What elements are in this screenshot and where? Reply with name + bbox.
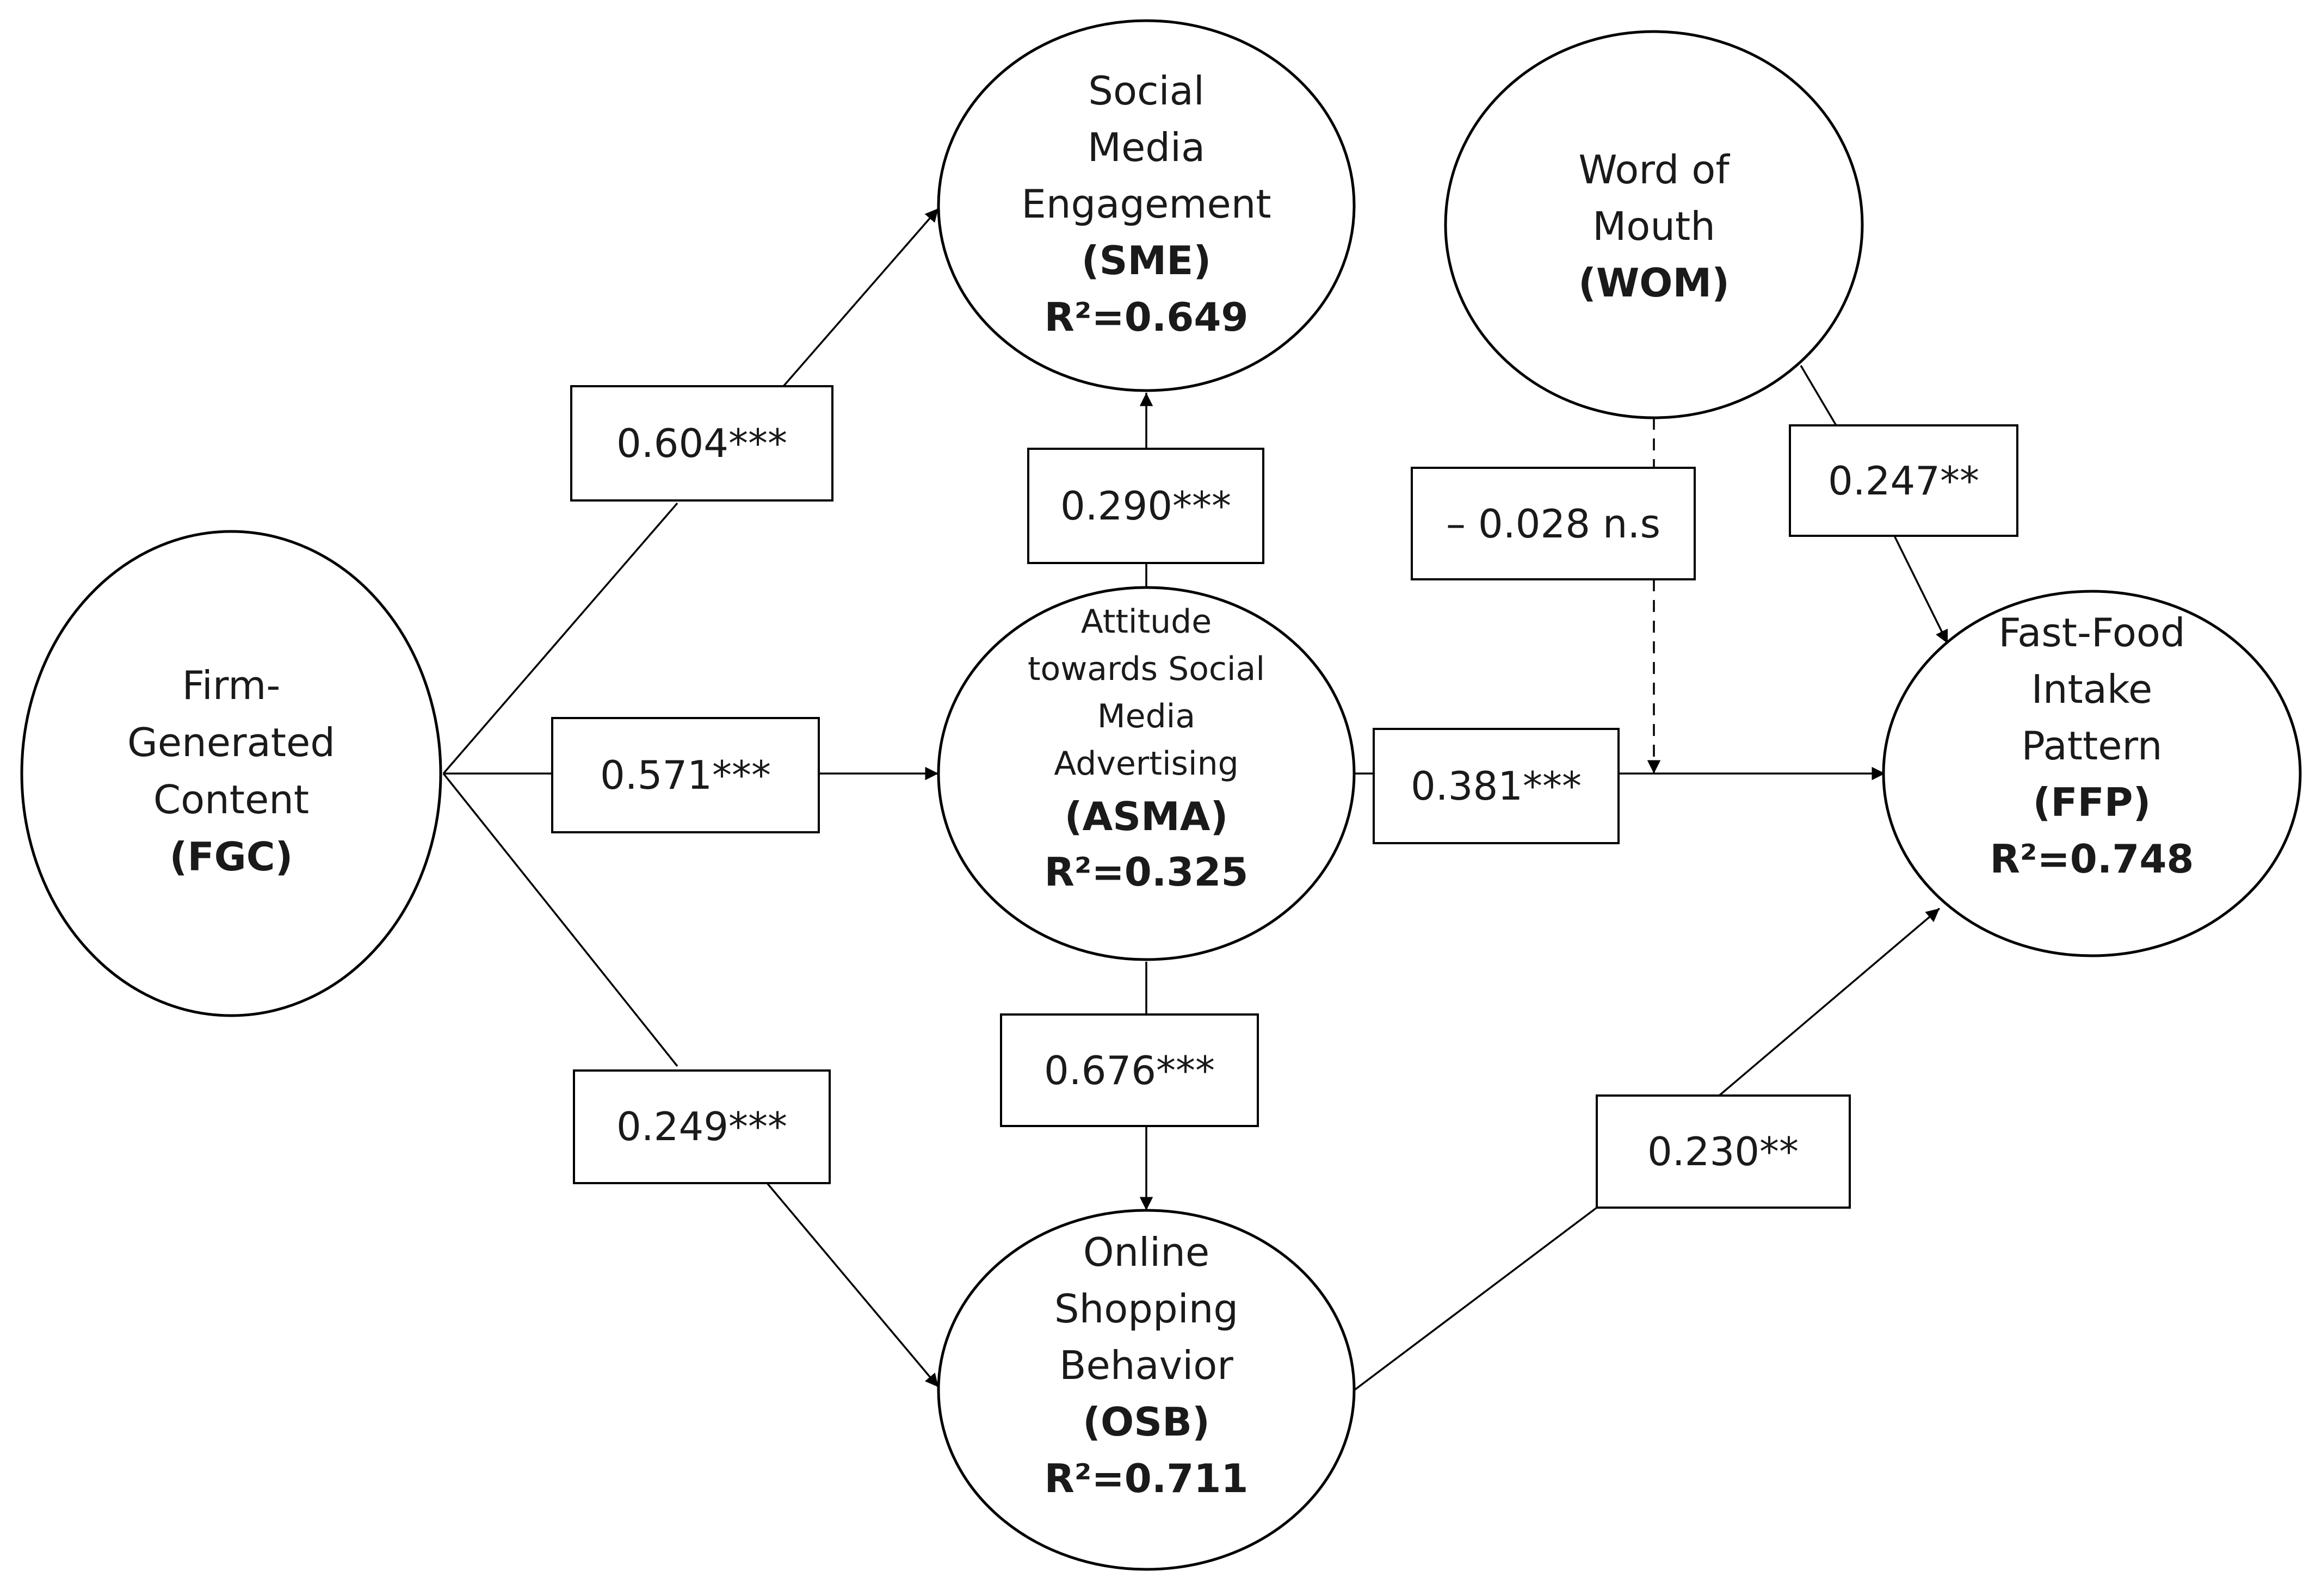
path-fgc-osb xyxy=(442,772,678,1067)
node-osb-ellipse xyxy=(937,1209,1356,1571)
node-fgc-line-3: Content xyxy=(153,777,309,822)
coef-box-fgc-osb: 0.249*** xyxy=(573,1069,831,1184)
coef-box-wom-moderation-rect xyxy=(1411,467,1696,580)
path-osb-ffp-arrow xyxy=(1718,907,1941,1097)
node-ffp-line-1: Fast-Food xyxy=(1998,610,2185,655)
node-asma-line-1: Attitude xyxy=(1081,603,1212,641)
node-ffp: Fast-Food Intake Pattern (FFP) R²=0.748 xyxy=(1882,590,2302,957)
node-sme-abbr: (SME) xyxy=(1082,238,1212,283)
coef-box-fgc-asma: 0.571*** xyxy=(551,717,820,833)
node-sme-r2: R²=0.649 xyxy=(1044,294,1248,340)
coef-box-asma-osb-rect xyxy=(1000,1013,1259,1127)
coef-label-fgc-sme: 0.604*** xyxy=(616,420,787,466)
path-fgc-sme xyxy=(442,502,678,775)
node-sme-line-2: Media xyxy=(1088,125,1205,170)
coef-box-fgc-sme: 0.604*** xyxy=(570,385,833,502)
node-osb-line-2: Shopping xyxy=(1054,1286,1238,1332)
node-sme-ellipse xyxy=(937,19,1356,392)
node-sme: Social Media Engagement (SME) R²=0.649 xyxy=(937,19,1356,392)
path-wom-ffp-arrow xyxy=(1893,535,1949,644)
node-wom-line-2: Mouth xyxy=(1592,203,1715,249)
node-fgc: Firm- Generated Content (FGC) xyxy=(20,530,442,1017)
node-ffp-abbr: (FFP) xyxy=(2033,780,2151,825)
node-wom-ellipse xyxy=(1444,30,1864,419)
node-asma-line-2: towards Social xyxy=(1028,650,1265,688)
node-fgc-ellipse xyxy=(20,530,442,1017)
coef-label-asma-ffp: 0.381*** xyxy=(1411,763,1582,809)
coef-label-asma-sme: 0.290*** xyxy=(1060,483,1231,529)
coef-box-wom-moderation: – 0.028 n.s xyxy=(1411,467,1696,580)
path-osb-ffp xyxy=(1354,1207,1598,1391)
coef-label-wom-ffp: 0.247** xyxy=(1828,458,1979,504)
coef-box-asma-osb: 0.676*** xyxy=(1000,1013,1259,1127)
coef-box-wom-ffp: 0.247** xyxy=(1789,424,2018,537)
node-sme-line-3: Engagement xyxy=(1021,181,1271,227)
coef-label-osb-ffp: 0.230** xyxy=(1647,1129,1799,1174)
coef-label-fgc-asma: 0.571*** xyxy=(600,752,771,798)
node-ffp-ellipse xyxy=(1882,590,2302,957)
node-fgc-line-2: Generated xyxy=(127,720,335,765)
node-asma-ellipse xyxy=(937,586,1356,961)
node-asma-line-3: Media xyxy=(1097,697,1195,735)
coef-box-asma-ffp-rect xyxy=(1373,728,1620,844)
coef-box-fgc-sme-rect xyxy=(570,385,833,502)
node-asma-r2: R²=0.325 xyxy=(1044,849,1248,895)
path-fgc-sme-arrow xyxy=(782,207,940,387)
path-wom-ffp xyxy=(1800,365,1837,426)
coef-box-osb-ffp: 0.230** xyxy=(1596,1094,1851,1209)
node-wom-line-1: Word of xyxy=(1578,147,1730,193)
coef-box-asma-sme-rect xyxy=(1027,448,1264,564)
node-wom: Word of Mouth (WOM) xyxy=(1444,30,1864,419)
node-asma-line-4: Advertising xyxy=(1054,745,1238,783)
node-sme-line-1: Social xyxy=(1088,68,1204,114)
node-osb-abbr: (OSB) xyxy=(1083,1399,1210,1445)
coef-label-asma-osb: 0.676*** xyxy=(1044,1048,1215,1093)
node-osb: Online Shopping Behavior (OSB) R²=0.711 xyxy=(937,1209,1356,1571)
node-osb-line-1: Online xyxy=(1083,1229,1209,1275)
node-ffp-line-2: Intake xyxy=(2031,666,2153,712)
node-fgc-line-1: Firm- xyxy=(182,663,281,708)
node-fgc-abbr: (FGC) xyxy=(170,834,293,880)
coef-box-asma-ffp: 0.381*** xyxy=(1373,728,1620,844)
node-ffp-line-3: Pattern xyxy=(2021,723,2162,769)
node-asma: Attitude towards Social Media Advertisin… xyxy=(937,586,1356,961)
coef-box-osb-ffp-rect xyxy=(1596,1094,1851,1209)
path-fgc-osb-arrow xyxy=(766,1182,940,1388)
coef-box-asma-sme: 0.290*** xyxy=(1027,448,1264,564)
node-wom-abbr: (WOM) xyxy=(1578,260,1730,306)
coef-box-fgc-asma-rect xyxy=(551,717,820,833)
node-asma-abbr: (ASMA) xyxy=(1065,794,1228,839)
coef-box-wom-ffp-rect xyxy=(1789,424,2018,537)
coef-box-fgc-osb-rect xyxy=(573,1069,831,1184)
coef-label-wom-moderation: – 0.028 n.s xyxy=(1446,501,1660,547)
node-osb-r2: R²=0.711 xyxy=(1044,1456,1248,1501)
node-osb-line-3: Behavior xyxy=(1059,1343,1233,1388)
node-ffp-r2: R²=0.748 xyxy=(1990,836,2194,882)
coef-label-fgc-osb: 0.249*** xyxy=(616,1104,787,1149)
